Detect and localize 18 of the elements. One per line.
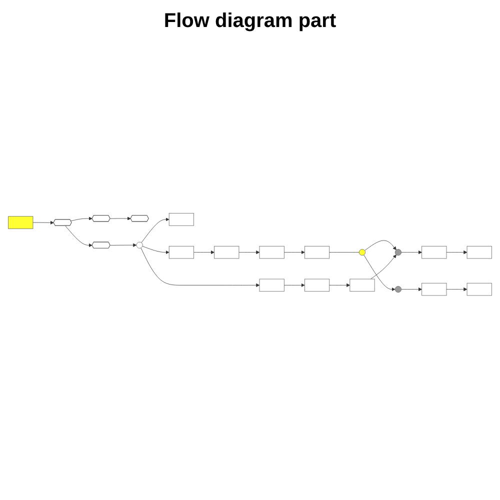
node-box — [168, 246, 194, 258]
node-box — [168, 212, 194, 226]
node-circle — [358, 248, 366, 256]
node-box — [350, 278, 375, 292]
node-box — [304, 278, 330, 292]
node-circle — [136, 241, 143, 248]
node-box — [259, 246, 284, 258]
node-box — [466, 282, 492, 296]
node-box — [304, 246, 330, 258]
node-box — [422, 246, 447, 258]
node-box — [214, 246, 240, 258]
node-box — [466, 246, 492, 258]
diagram-title: Flow diagram part — [162, 10, 338, 33]
node-circle — [394, 248, 402, 256]
node-box — [259, 278, 284, 292]
node-circle — [394, 286, 402, 292]
node-box — [8, 216, 34, 229]
node-box — [422, 282, 447, 296]
